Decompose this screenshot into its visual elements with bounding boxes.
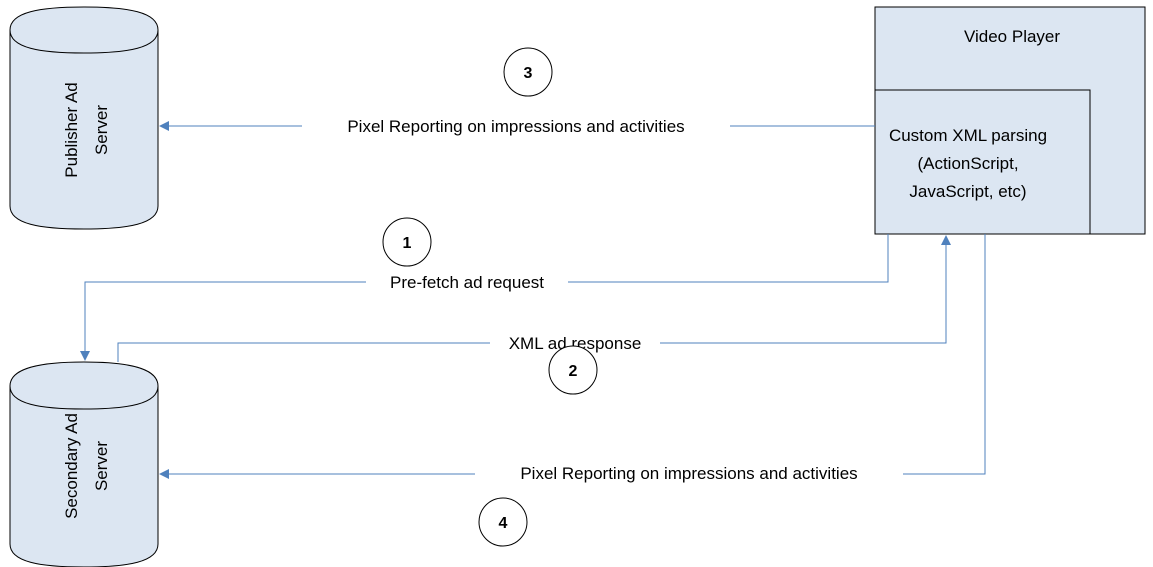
secondary-ad-server-node: Secondary Ad Server xyxy=(9,361,159,567)
edge-4-label-bg xyxy=(475,461,903,485)
edge-1-label-bg xyxy=(366,270,568,294)
edge-4-line xyxy=(159,234,986,479)
step-2-circle xyxy=(548,345,598,395)
edge-2-xml-ad-response: XML ad response 2 xyxy=(117,235,951,395)
edge-4-label: Pixel Reporting on impressions and activ… xyxy=(520,464,857,483)
publisher-ad-server-node: Publisher Ad Server xyxy=(9,6,159,230)
secondary-ad-server-label-line2: Server xyxy=(92,441,111,491)
secondary-ad-server-cylinder-rim xyxy=(9,385,159,410)
edge-3-pixel-reporting-publisher: Pixel Reporting on impressions and activ… xyxy=(159,47,875,137)
xml-parser-label-line1: Custom XML parsing xyxy=(889,126,1047,145)
step-4-circle xyxy=(478,497,528,547)
edge-3-label: Pixel Reporting on impressions and activ… xyxy=(347,117,684,136)
step-1-circle xyxy=(382,217,432,267)
publisher-ad-server-cylinder xyxy=(9,6,159,230)
xml-parser-box xyxy=(874,89,1091,235)
xml-parser-label-line2: (ActionScript, xyxy=(917,154,1018,173)
video-player-title: Video Player xyxy=(964,27,1060,46)
edge-1-label: Pre-fetch ad request xyxy=(390,273,544,292)
secondary-ad-server-cylinder xyxy=(9,361,159,567)
edge-4-pixel-reporting-secondary: Pixel Reporting on impressions and activ… xyxy=(159,234,986,547)
xml-parser-label-line3: JavaScript, etc) xyxy=(909,182,1026,201)
edge-3-label-bg xyxy=(302,113,730,137)
publisher-ad-server-label-line2: Server xyxy=(92,105,111,155)
secondary-ad-server-label-line1: Secondary Ad xyxy=(62,413,81,519)
publisher-ad-server-label-line1: Publisher Ad xyxy=(62,82,81,177)
step-2-number: 2 xyxy=(569,363,578,380)
edge-1-prefetch-ad-request: Pre-fetch ad request 1 xyxy=(80,217,889,361)
step-3-circle xyxy=(503,47,553,97)
edge-1-line xyxy=(80,234,889,361)
step-1-number: 1 xyxy=(403,235,412,252)
edge-2-label: XML ad response xyxy=(509,334,642,353)
video-player-node: Video Player Custom XML parsing (ActionS… xyxy=(874,6,1146,235)
step-3-number: 3 xyxy=(524,65,533,82)
publisher-ad-server-cylinder-rim xyxy=(9,29,159,54)
step-4-number: 4 xyxy=(499,515,508,532)
